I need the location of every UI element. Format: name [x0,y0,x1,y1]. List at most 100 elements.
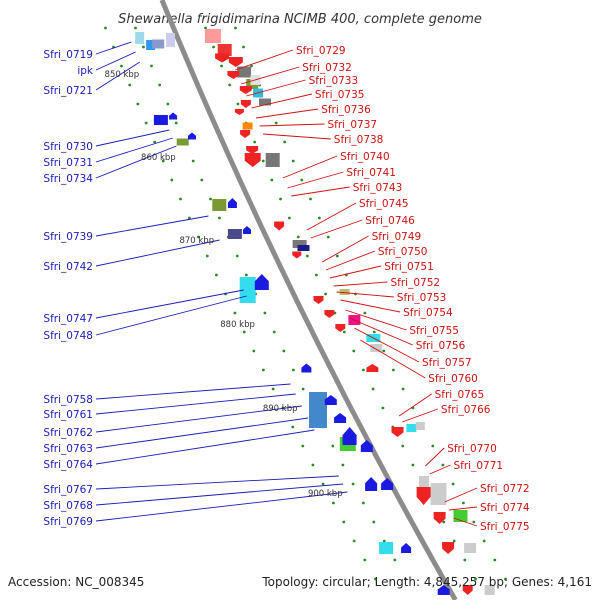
tick-label: 880 kbp [220,320,255,330]
gene-label-left: Sfri_0748 [43,330,93,342]
track-dot [411,463,415,467]
gene-block [484,585,495,595]
track-dot [272,330,276,334]
gene-label-left: Sfri_0767 [43,484,93,496]
leader-line-left [95,491,348,522]
gene-arrow [324,395,337,405]
track-dot [253,140,257,144]
gene-label-right: Sfri_0754 [403,307,453,319]
track-dot [245,273,248,277]
gene-label-right: Sfri_0765 [435,389,485,401]
track-dot [442,520,446,524]
gene-block [297,245,310,251]
track-dot [144,121,148,125]
gene-label-left: Sfri_0768 [43,500,93,512]
gene-arrow [391,427,404,437]
track-dot [462,501,465,505]
gene-arrow [366,364,379,372]
gene-label-right: Sfri_0745 [359,198,409,210]
gene-arrow [244,153,261,167]
gene-arrow [188,132,196,140]
track-dot [215,273,218,277]
gene-label-left: Sfri_0739 [43,231,93,243]
track-dot [234,26,237,30]
gene-label-right: Sfri_0746 [365,215,415,227]
gene-label-right: Sfri_0740 [340,151,390,163]
gene-block [212,199,227,211]
leader-line-right [291,186,350,197]
leader-line-left [95,61,141,91]
track-dot [341,463,345,467]
gene-arrow [365,477,378,491]
leader-line-left [95,295,247,336]
track-dot [279,197,282,201]
track-dot [362,501,365,505]
gene-label-right: Sfri_0736 [321,104,371,116]
gene-block [237,66,252,78]
gene-arrow [335,324,346,332]
track-dot [261,159,265,163]
leader-line-right [402,408,439,423]
gene-block [146,40,156,50]
gene-block [153,115,168,125]
gene-label-right: Sfri_0741 [346,167,396,179]
track-dot [104,26,107,30]
track-dot [372,330,376,334]
track-dot [311,463,315,467]
track-dot [242,45,245,49]
gene-block [242,122,253,130]
track-dot [228,83,232,87]
gene-label-left: Sfri_0769 [43,516,93,528]
gene-label-right: Sfri_0755 [409,325,459,337]
track-dot [209,197,212,201]
leader-line-left [95,137,174,163]
track-dot [271,387,275,391]
track-dot [315,273,318,277]
leader-line-right [333,281,388,287]
gene-block [217,44,232,56]
gene-label-right: Sfri_0752 [391,277,441,289]
gene-block [370,344,383,352]
leader-line-right [255,108,319,119]
track-dot [236,102,240,106]
track-dot [242,330,246,334]
track-dot [451,482,455,486]
track-dot [128,83,132,87]
leader-line-right [282,155,338,179]
track-dot [493,558,497,562]
leader-line-left [95,393,296,415]
track-dot [263,311,267,315]
leader-line-left [95,41,132,55]
right-labels: Sfri_0729Sfri_0732Sfri_0733Sfri_0735Sfri… [296,45,530,533]
track-dot [382,349,386,353]
track-dot [235,254,239,258]
track-dot [401,444,405,448]
gene-arrow [240,100,251,108]
gene-arrow [254,274,269,290]
gene-block [259,98,271,106]
gene-arrow [334,413,347,423]
track-dot [371,387,375,391]
track-dot [274,121,278,125]
tick-label: 890 kbp [263,404,298,414]
gene-arrow [227,71,240,79]
track-dot [321,482,325,486]
track-dot [134,26,137,30]
leader-line-right [287,171,344,189]
gene-label-right: Sfri_0771 [454,460,504,472]
leader-line-right [360,339,426,379]
track-dot [324,292,327,296]
gene-label-right: Sfri_0751 [384,261,434,273]
track-dot [363,558,367,562]
leader-line-right [246,79,306,97]
track-dot [191,159,195,163]
gene-arrow [433,512,446,524]
track-dot [441,463,445,467]
gene-block [419,476,429,488]
gene-arrow [240,130,251,138]
gene-arrow [227,198,237,208]
topology-text: Topology: circular; Length: 4,845,257 bp… [261,575,592,589]
track-dot [351,482,355,486]
track-dot [288,216,291,220]
gene-label-right: Sfri_0729 [296,45,346,57]
